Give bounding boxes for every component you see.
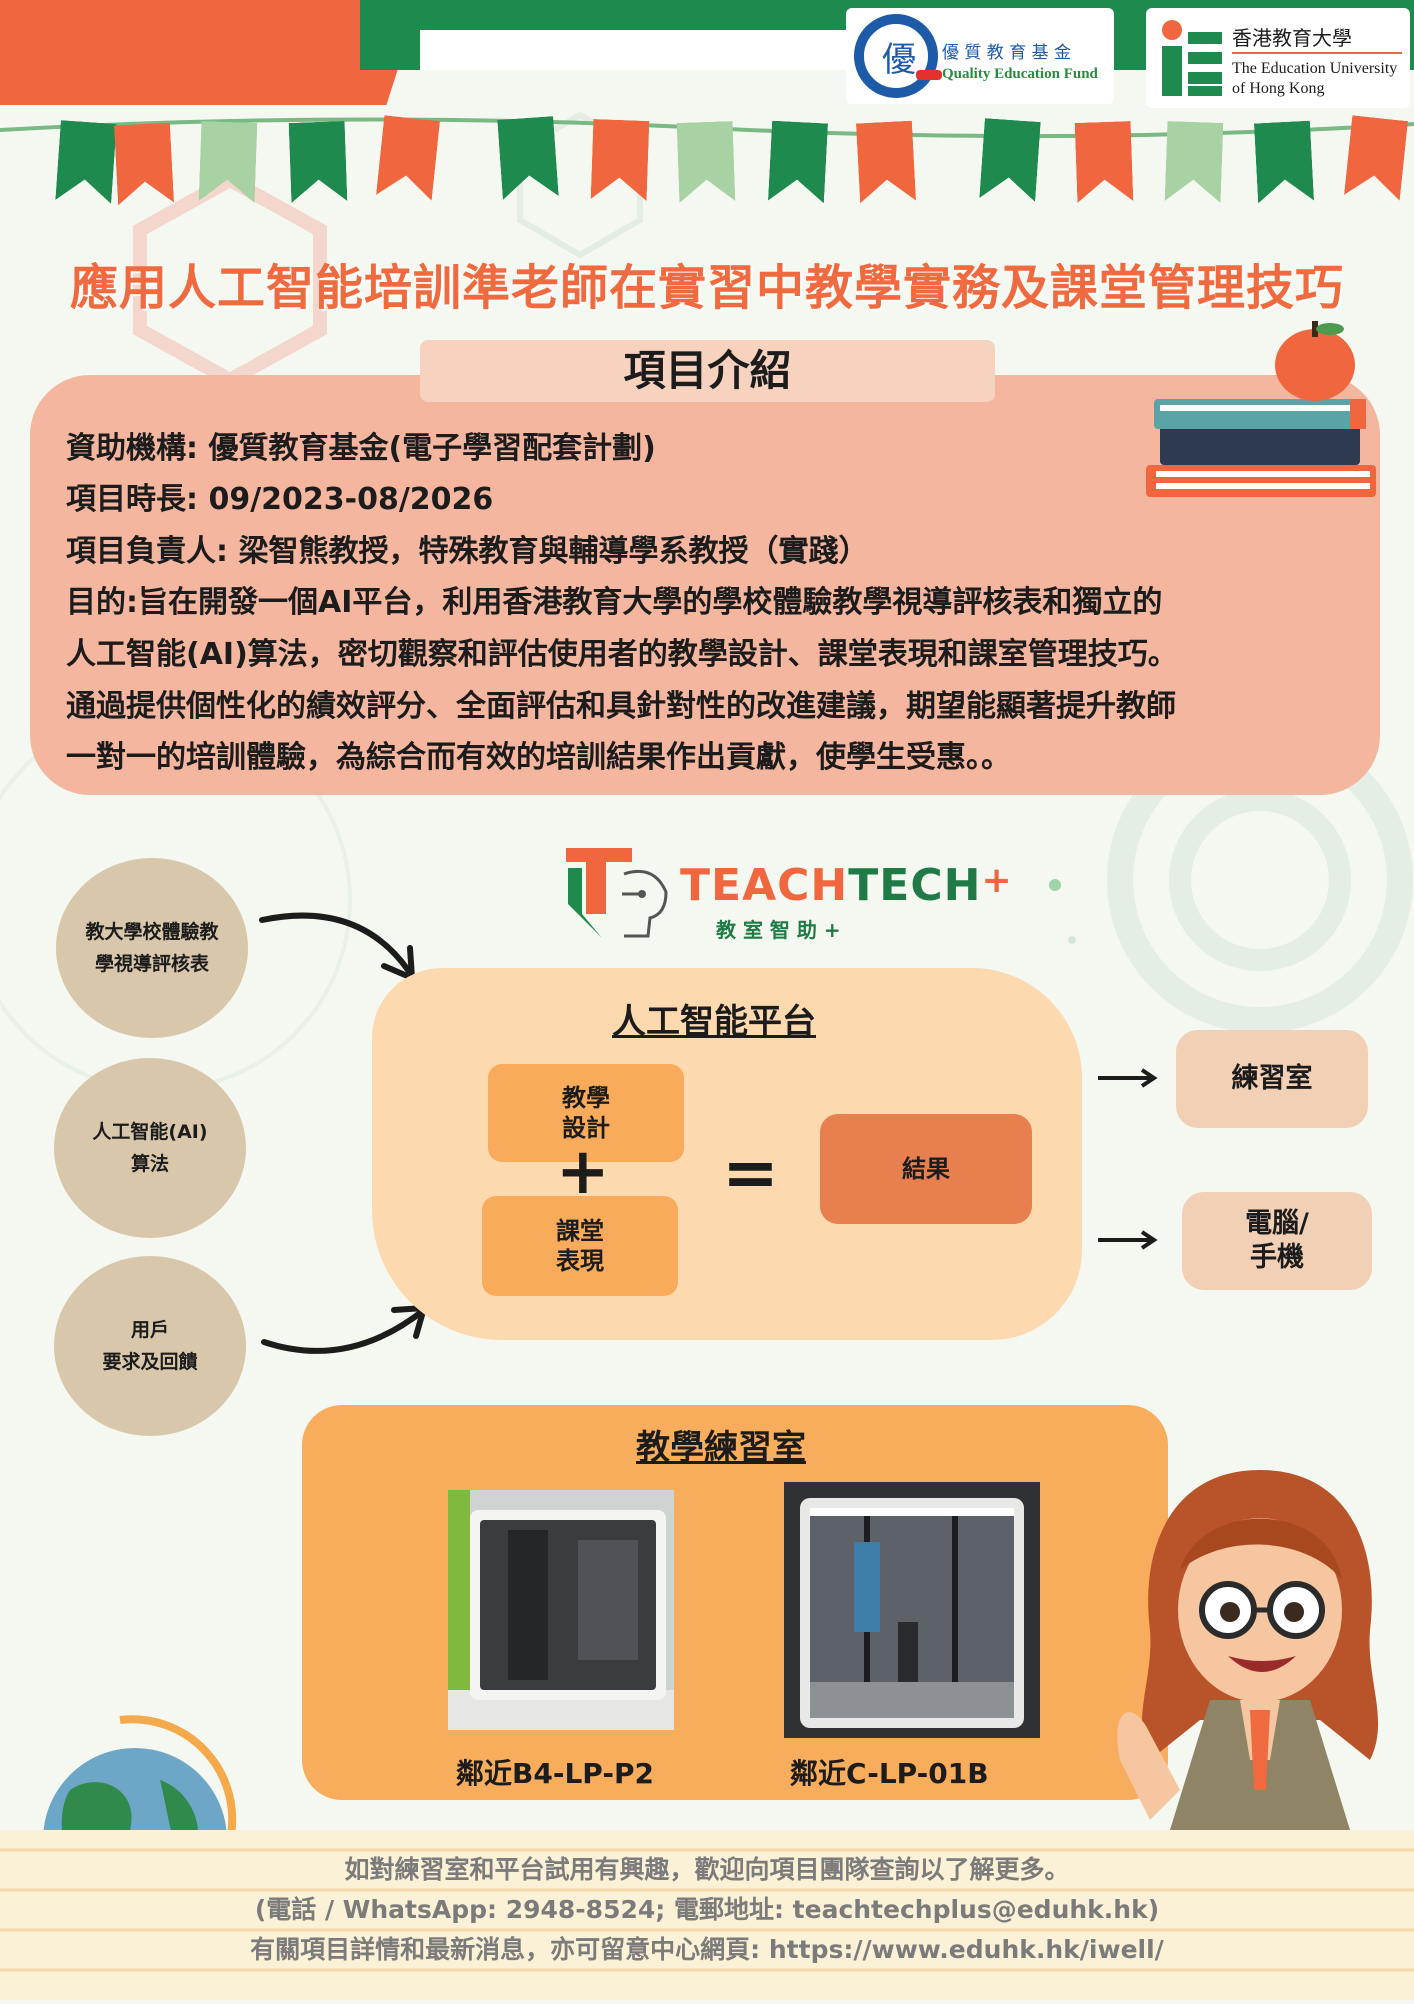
eduhk-chinese-name: 香港教育大學 [1232, 26, 1352, 50]
bunting-flag [199, 121, 258, 203]
practice-room-heading: 教學練習室 [636, 1428, 806, 1468]
brand-plus: + [981, 860, 1013, 901]
arrow-right-icon [1098, 1230, 1158, 1250]
intro-line-lead: 項目負責人: 梁智熊教授，特殊教育與輔導學系教授（實踐） [66, 534, 869, 569]
intro-line-funder: 資助機構: 優質教育基金(電子學習配套計劃) [66, 431, 656, 466]
brand-name-teach: TEACH [680, 860, 849, 911]
arrow-into-platform-icon [261, 1304, 428, 1354]
bunting-flag [856, 121, 916, 204]
intro-line-duration: 項目時長: 09/2023-08/2026 [66, 482, 494, 517]
eduhk-logo: 香港教育大學 The Education University of Hong … [1146, 8, 1410, 108]
intro-panel [30, 375, 1380, 795]
result-box: 結果 [820, 1114, 1032, 1224]
eduhk-english-name-2: of Hong Kong [1232, 80, 1325, 97]
bunting-flag [376, 115, 440, 200]
intro-line-purpose-1: 目的:旨在開發一個AI平台，利用香港教育大學的學校體驗教學視導評核表和獨立的 [66, 585, 1163, 620]
brand-name: TEACHTECH+ [680, 860, 1013, 911]
input-ai-algorithm: 人工智能(AI)算法 [54, 1058, 246, 1238]
intro-line-purpose-3: 通過提供個性化的績效評分、全面評估和具針對性的改進建議，期望能顯著提升教師 [66, 689, 1176, 724]
bunting-flag [768, 121, 828, 204]
practice-room-caption-2: 鄰近C-LP-01B [790, 1757, 989, 1790]
intro-heading: 項目介紹 [420, 340, 995, 402]
qef-emblem-mark: 優 [882, 40, 916, 80]
eduhk-english-name-1: The Education University [1232, 60, 1398, 77]
arrow-right-icon [1098, 1068, 1158, 1088]
practice-room-photo-1 [448, 1490, 674, 1730]
top-orange-band [0, 0, 420, 105]
bunting-flag [1075, 121, 1134, 203]
footer-enquiry: 如對練習室和平台試用有興趣，歡迎向項目團隊查詢以了解更多。 [344, 1855, 1070, 1884]
platform-heading: 人工智能平台 [612, 1002, 816, 1042]
class-performance-box: 課堂表現 [482, 1196, 678, 1296]
bunting-flag [591, 119, 650, 201]
footer-band [0, 1830, 1414, 2000]
practice-room-caption-1: 鄰近B4-LP-P2 [456, 1757, 654, 1790]
input-label: 教大學校體驗教學視導評核表 [85, 921, 219, 975]
output-computer-mobile-label: 電腦/手機 [1245, 1208, 1309, 1273]
brand-name-tech: TECH [848, 860, 982, 911]
input-user-feedback: 用戶要求及回饋 [54, 1256, 246, 1436]
bunting-flag [289, 121, 348, 203]
bunting-flag [114, 123, 174, 206]
bunting-flag [979, 118, 1040, 202]
input-label: 人工智能(AI)算法 [92, 1121, 208, 1175]
eduhk-divider [1232, 52, 1402, 54]
qef-emblem-icon [854, 14, 938, 98]
teacher-illustration [1117, 1470, 1379, 1830]
bunting-flag [677, 121, 736, 203]
footer-website: 有關項目詳情和最新消息，亦可留意中心網頁: https://www.eduhk.… [250, 1935, 1164, 1964]
teaching-design-label: 教學設計 [562, 1084, 610, 1142]
input-evaluation-form: 教大學校體驗教學視導評核表 [56, 858, 248, 1038]
teachtech-logo-icon [566, 848, 668, 938]
intro-line-purpose-2: 人工智能(AI)算法，密切觀察和評估使用者的教學設計、課堂表現和課室管理技巧。 [66, 637, 1178, 672]
plus-sign: + [556, 1135, 610, 1209]
books-apple-icon [1146, 321, 1376, 497]
qef-chinese-name: 優 質 教 育 基 金 [942, 43, 1072, 63]
bunting-flag [1254, 121, 1314, 204]
top-light-band [420, 30, 900, 70]
brand-subtitle: 教 室 智 助 + [716, 918, 841, 942]
class-performance-label: 課堂表現 [556, 1217, 604, 1275]
bunting-flag [1165, 121, 1224, 203]
output-practice-room: 練習室 [1176, 1030, 1368, 1128]
arrow-into-platform-icon [259, 912, 416, 983]
qef-english-name: Quality Education Fund [942, 66, 1098, 82]
bunting-flag [1344, 115, 1408, 200]
intro-line-purpose-4: 一對一的培訓體驗，為綜合而有效的培訓結果作出貢獻，使學生受惠。。 [66, 740, 1011, 775]
practice-room-photo-2 [784, 1482, 1040, 1738]
teaching-design-box: 教學設計 [488, 1064, 684, 1162]
footer-contact: (電話 / WhatsApp: 2948-8524; 電郵地址: teachte… [254, 1895, 1160, 1924]
qef-logo: 優 優 質 教 育 基 金 Quality Education Fund [846, 8, 1114, 104]
equals-sign: = [722, 1134, 779, 1213]
page-title: 應用人工智能培訓準老師在實習中教學實務及課堂管理技巧 [69, 260, 1344, 316]
eduhk-emblem-icon [1162, 20, 1222, 96]
input-label: 用戶要求及回饋 [102, 1319, 198, 1373]
bunting-decoration [0, 110, 1414, 220]
output-computer-mobile: 電腦/手機 [1182, 1192, 1372, 1290]
qef-emblem-accent [916, 70, 942, 80]
bunting-flag [497, 116, 558, 200]
bunting-flag [55, 120, 116, 204]
